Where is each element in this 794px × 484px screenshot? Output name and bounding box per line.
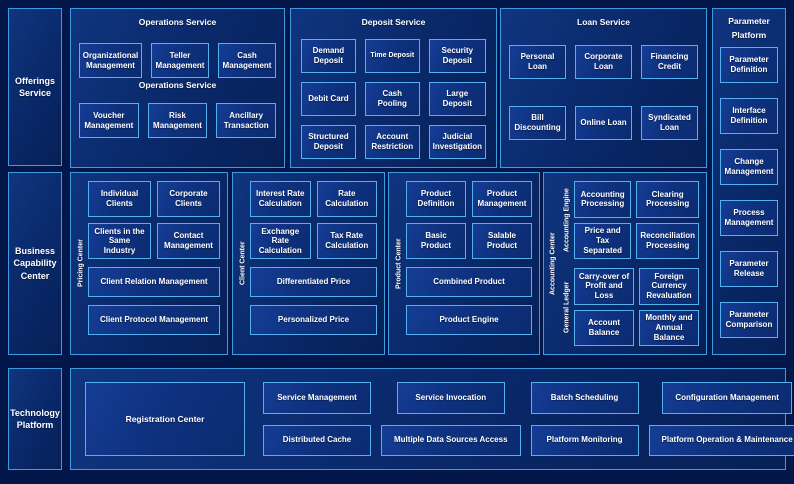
accounting-engine-vertical-label: Accounting Engine: [563, 188, 571, 252]
node-parameter-comparison: Parameter Comparison: [720, 302, 778, 338]
node-interface-definition: Interface Definition: [720, 98, 778, 134]
deposit-service-title: Deposit Service: [361, 17, 426, 27]
node-syndicated-loan: Syndicated Loan: [641, 106, 698, 140]
node-basic-product: Basic Product: [406, 223, 466, 259]
node-service-management: Service Management: [263, 382, 371, 414]
node-financing-credit: Financing Credit: [641, 45, 698, 79]
node-account-balance: Account Balance: [574, 309, 634, 346]
node-tax-rate-calculation: Tax Rate Calculation: [316, 223, 377, 259]
node-client-relation-management: Client Relation Management: [88, 267, 220, 297]
node-online-loan: Online Loan: [575, 106, 632, 140]
node-multiple-data-sources-access: Multiple Data Sources Access: [381, 424, 521, 456]
node-demand-deposit: Demand Deposit: [301, 39, 356, 73]
node-parameter-definition: Parameter Definition: [720, 47, 778, 83]
node-salable-product: Salable Product: [472, 223, 532, 259]
sidebar-offerings-service: Offerings Service: [8, 8, 62, 166]
node-time-deposit: Time Deposit: [364, 39, 420, 73]
node-large-deposit: Large Deposit: [428, 82, 486, 116]
deposit-service-panel: Deposit Service Demand Deposit Time Depo…: [290, 8, 497, 168]
node-individual-clients: Individual Clients: [88, 181, 151, 217]
parameter-platform-title-line2: Platform: [731, 30, 767, 40]
node-distributed-cache: Distributed Cache: [263, 424, 371, 456]
node-platform-monitoring: Platform Monitoring: [530, 424, 639, 456]
node-organizational-management: Organizational Management: [79, 43, 142, 78]
accounting-center-group: Accounting Center Accounting Engine Acco…: [543, 172, 707, 355]
sidebar-business-capability-center: Business Capability Center: [8, 172, 62, 355]
node-differentiated-price: Differentiated Price: [250, 267, 377, 297]
node-price-and-tax-separated: Price and Tax Separated: [574, 222, 632, 259]
node-batch-scheduling: Batch Scheduling: [530, 382, 639, 414]
node-exchange-rate-calculation: Exchange Rate Calculation: [250, 223, 311, 259]
node-structured-deposit: Structured Deposit: [301, 125, 356, 159]
node-account-restriction: Account Restriction: [364, 125, 420, 159]
node-accounting-processing: Accounting Processing: [574, 181, 632, 218]
node-parameter-release: Parameter Release: [720, 251, 778, 287]
general-ledger-section: General Ledger Carry-over of Profit and …: [560, 268, 699, 346]
node-judicial-investigation: Judicial Investigation: [428, 125, 486, 159]
node-debit-card: Debit Card: [301, 82, 356, 116]
node-combined-product: Combined Product: [406, 267, 532, 297]
node-personalized-price: Personalized Price: [250, 305, 377, 335]
accounting-engine-section: Accounting Engine Accounting Processing …: [560, 181, 699, 259]
node-teller-management: Teller Management: [151, 43, 209, 78]
pricing-center-group: Pricing Center Individual Clients Corpor…: [70, 172, 228, 355]
node-platform-operation-and-maintenance: Platform Operation & Maintenance: [648, 424, 794, 456]
node-rate-calculation: Rate Calculation: [316, 181, 377, 217]
node-product-management: Product Management: [472, 181, 532, 217]
loan-service-panel: Loan Service Personal Loan Corporate Loa…: [500, 8, 707, 168]
client-center-vertical-label: Client Center: [239, 241, 247, 286]
node-registration-center: Registration Center: [85, 382, 245, 456]
node-contact-management: Contact Management: [157, 223, 220, 259]
node-monthly-and-annual-balance: Monthly and Annual Balance: [639, 309, 699, 346]
node-clients-in-the-same-industry: Clients in the Same Industry: [88, 223, 151, 259]
accounting-center-vertical-label: Accounting Center: [549, 232, 557, 295]
technology-platform-container: Registration Center Service Management D…: [70, 368, 794, 470]
node-bill-discounting: Bill Discounting: [509, 106, 566, 140]
operations-service-panel: Operations Service Organizational Manage…: [70, 8, 285, 168]
node-risk-management: Risk Management: [147, 103, 208, 138]
node-product-definition: Product Definition: [406, 181, 466, 217]
node-client-protocol-management: Client Protocol Management: [88, 305, 220, 335]
parameter-platform-panel: Parameter Platform Parameter Definition …: [712, 8, 786, 355]
node-reconciliation-processing: Reconciliation Processing: [636, 222, 699, 259]
general-ledger-vertical-label: General Ledger: [563, 281, 571, 333]
product-center-vertical-label: Product Center: [395, 238, 403, 289]
node-security-deposit: Security Deposit: [428, 39, 486, 73]
node-voucher-management: Voucher Management: [79, 103, 139, 138]
parameter-platform-title-line1: Parameter: [728, 16, 770, 26]
node-process-management: Process Management: [720, 200, 778, 236]
node-cash-pooling: Cash Pooling: [364, 82, 420, 116]
node-configuration-management: Configuration Management: [662, 382, 792, 414]
node-foreign-currency-revaluation: Foreign Currency Revaluation: [639, 268, 699, 305]
operations-service-title: Operations Service: [138, 17, 217, 27]
product-center-group: Product Center Product Definition Produc…: [388, 172, 540, 355]
node-corporate-loan: Corporate Loan: [575, 45, 632, 79]
pricing-center-vertical-label: Pricing Center: [77, 239, 85, 288]
operations-service-mid-label: Operations Service: [138, 80, 217, 90]
sidebar-technology-platform: Technology Platform: [8, 368, 62, 470]
node-clearing-processing: Clearing Processing: [636, 181, 699, 218]
node-personal-loan: Personal Loan: [509, 45, 566, 79]
node-ancillary-transaction: Ancillary Transaction: [216, 103, 277, 138]
node-interest-rate-calculation: Interest Rate Calculation: [250, 181, 311, 217]
node-change-management: Change Management: [720, 149, 778, 185]
client-center-group: Client Center Interest Rate Calculation …: [232, 172, 385, 355]
node-carry-over-of-profit-and-loss: Carry-over of Profit and Loss: [574, 268, 634, 305]
node-corporate-clients: Corporate Clients: [157, 181, 220, 217]
node-product-engine: Product Engine: [406, 305, 532, 335]
node-cash-management: Cash Management: [218, 43, 276, 78]
node-service-invocation: Service Invocation: [396, 382, 505, 414]
loan-service-title: Loan Service: [577, 17, 630, 27]
